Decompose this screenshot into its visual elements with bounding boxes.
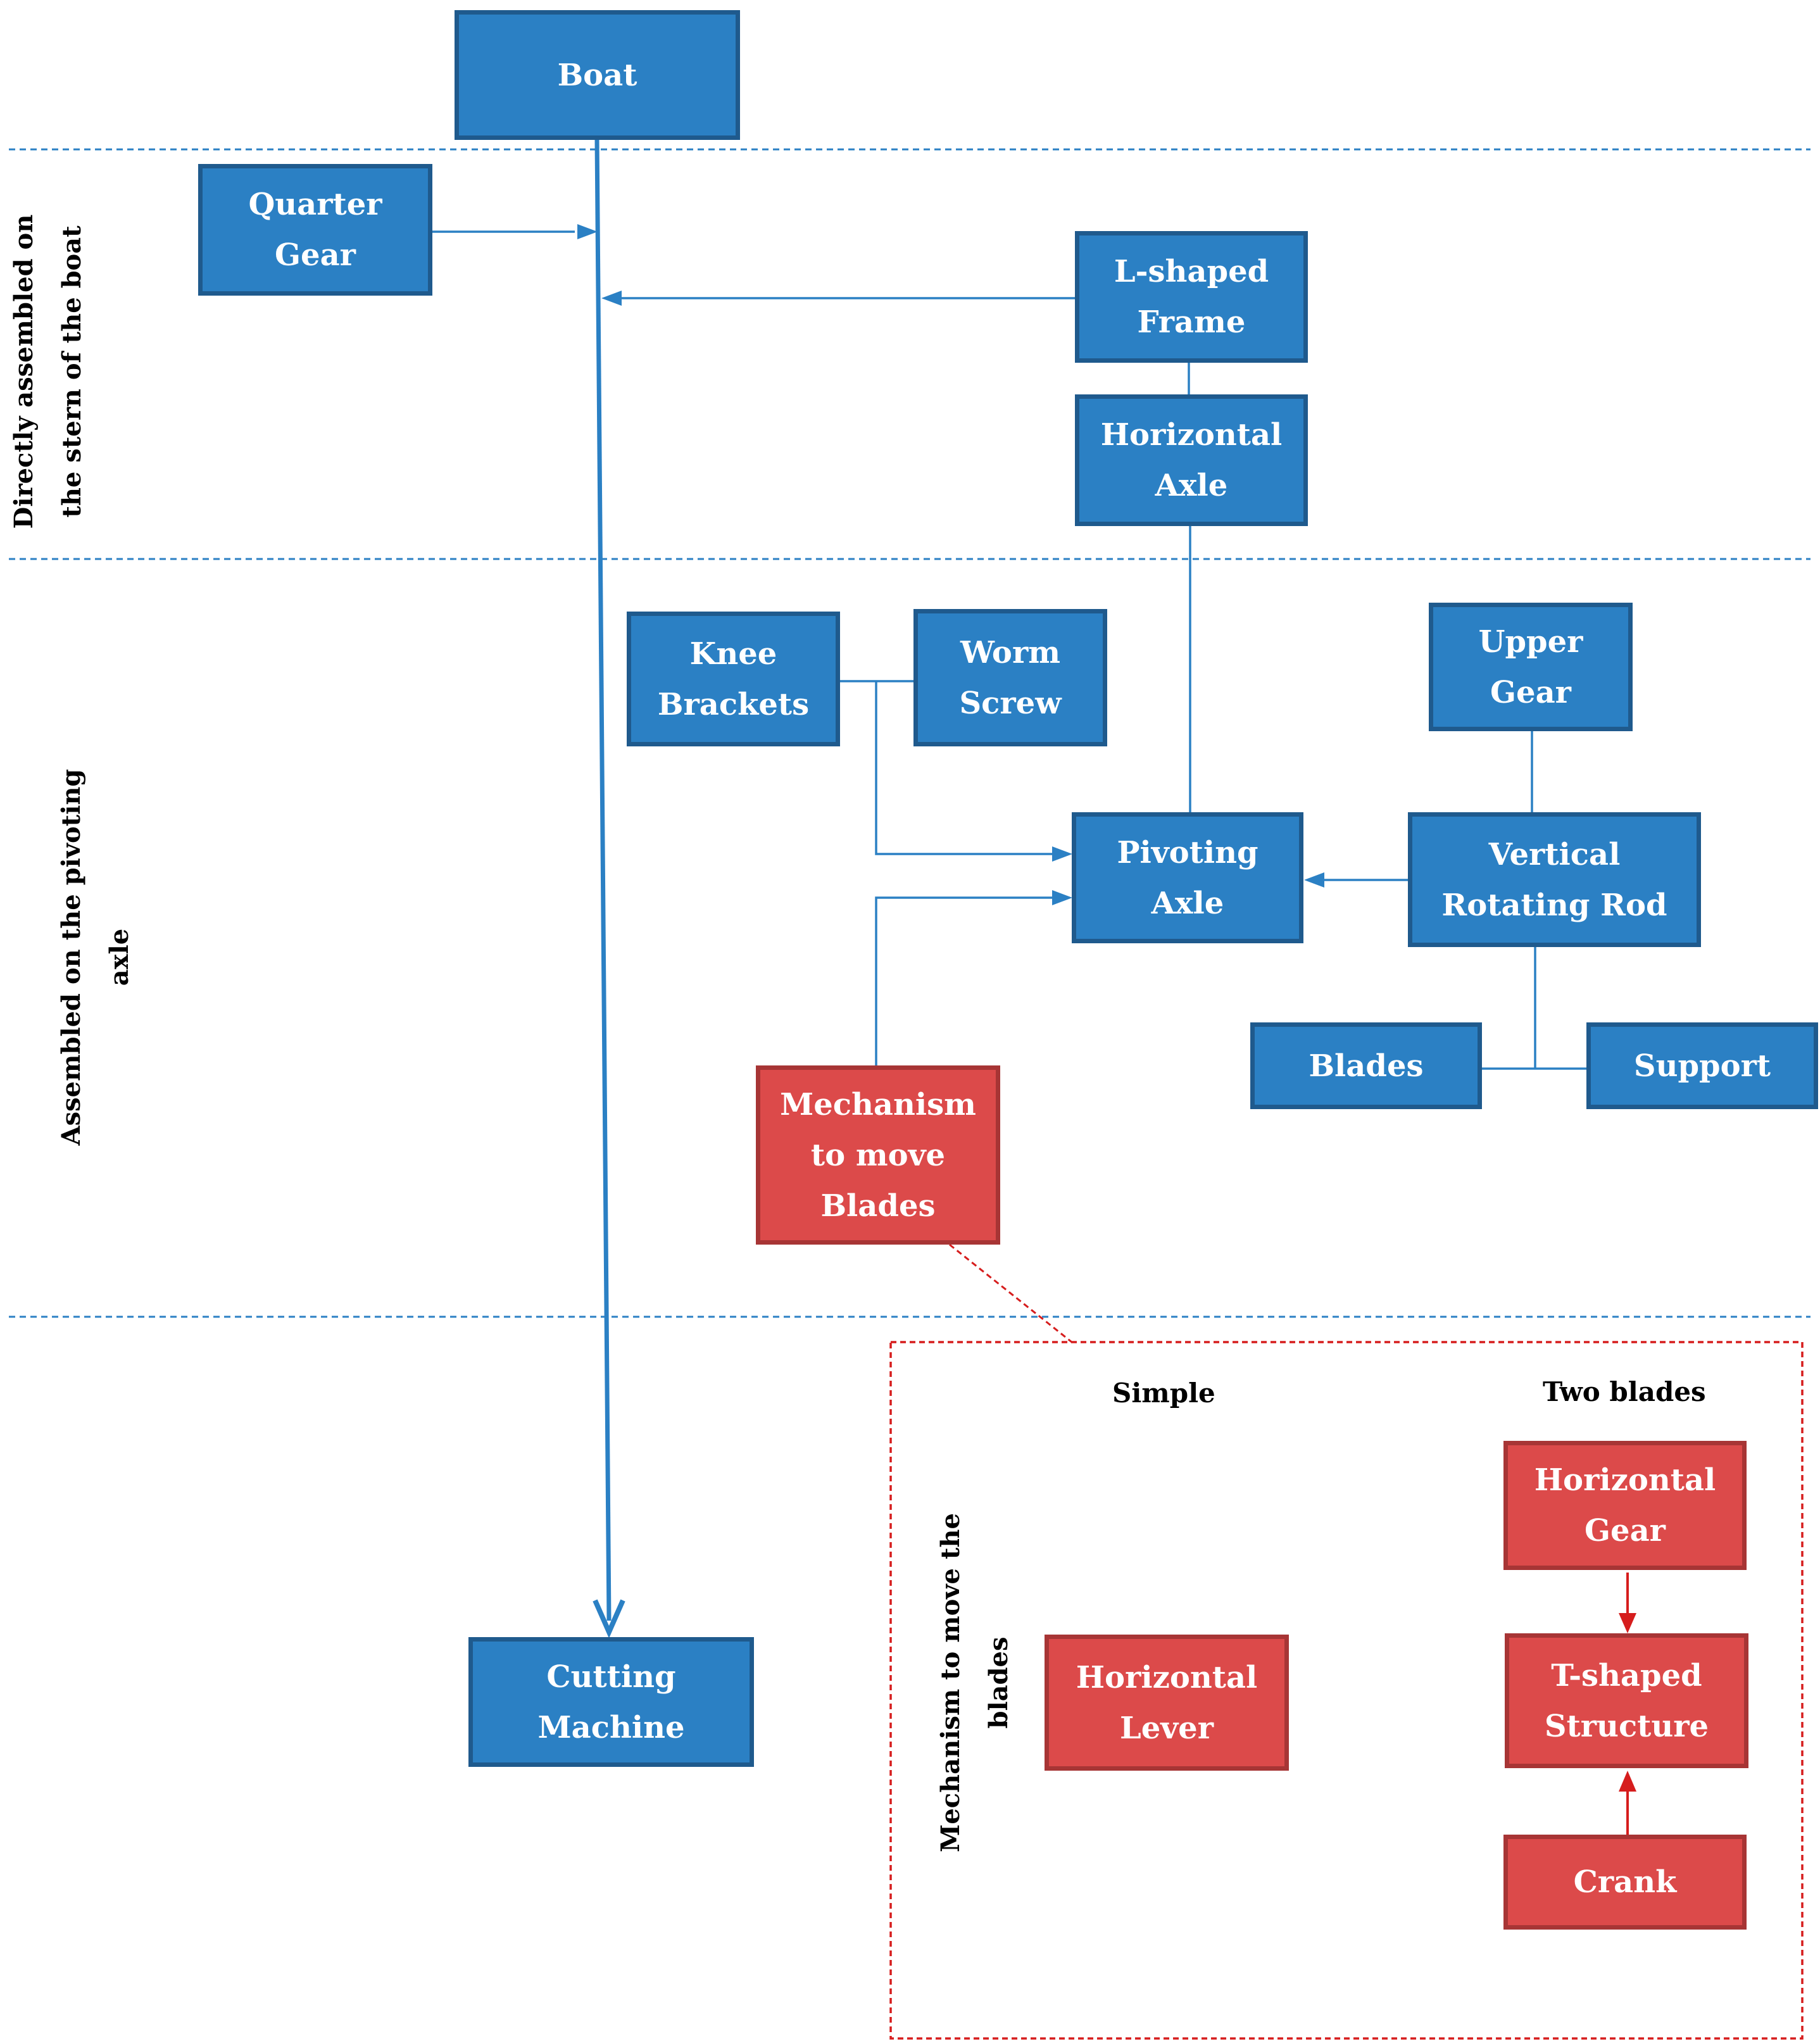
blades-node[interactable]: Blades [1250,1022,1482,1109]
worm-screw-label: Worm Screw [959,634,1062,721]
knee-pivot-arrowhead [1052,846,1072,862]
t-shaped-structure-label: T-shaped Structure [1544,1657,1709,1744]
crank-tstructure-arrowhead [1619,1771,1636,1792]
main-shaft-arrowhead [593,1599,625,1638]
section-label-mechanism: Mechanism to move the blades [936,1513,1014,1852]
l-shaped-frame-node[interactable]: L-shaped Frame [1075,231,1308,363]
horizontal-axle-node[interactable]: Horizontal Axle [1075,394,1308,526]
horizontal-lever-node[interactable]: Horizontal Lever [1045,1635,1289,1771]
cutting-machine-label: Cutting Machine [537,1659,685,1745]
l-frame-arrowhead [601,291,622,306]
vertical-rotating-rod-node[interactable]: Vertical Rotating Rod [1408,812,1701,947]
crank-node[interactable]: Crank [1503,1835,1747,1930]
knee-brackets-node[interactable]: Knee Brackets [627,612,840,746]
rod-pivot-arrowhead [1304,872,1324,888]
quarter-gear-label: Quarter Gear [248,187,382,273]
mechanism-to-move-blades-node[interactable]: Mechanism to move Blades [756,1065,1000,1245]
horizontal-gear-label: Horizontal Gear [1534,1462,1716,1548]
pivoting-axle-label: Pivoting Axle [1117,834,1258,921]
l-shaped-frame-label: L-shaped Frame [1114,254,1269,340]
support-label: Support [1633,1048,1771,1084]
mechanism-pivot-connector [875,896,1052,1065]
horizontal-axle-label: Horizontal Axle [1100,417,1283,503]
boat-node[interactable]: Boat [455,10,740,140]
main-shaft-line [594,137,612,1621]
horizontal-lever-label: Horizontal Lever [1076,1659,1258,1746]
quarter-gear-node[interactable]: Quarter Gear [198,164,432,296]
mechanism-detail-panel [889,1341,1804,2040]
horizontal-gear-node[interactable]: Horizontal Gear [1503,1441,1747,1570]
section-label-stern: Directly assembled on the stern of the b… [9,214,87,529]
vertical-rotating-rod-label: Vertical Rotating Rod [1441,836,1667,923]
knee-pivot-connector [875,681,1052,855]
blades-label: Blades [1309,1048,1424,1084]
mechanism-pivot-arrowhead [1052,890,1072,905]
quarter-gear-arrowhead [577,224,598,239]
mechanism-to-move-blades-label: Mechanism to move Blades [780,1086,976,1224]
boat-label: Boat [557,57,637,93]
cutting-machine-node[interactable]: Cutting Machine [468,1637,754,1767]
pivoting-axle-node[interactable]: Pivoting Axle [1072,812,1303,943]
worm-screw-node[interactable]: Worm Screw [913,609,1107,746]
support-node[interactable]: Support [1586,1022,1818,1109]
upper-gear-label: Upper Gear [1478,624,1583,710]
two-blades-heading: Two blades [1543,1376,1706,1407]
crank-label: Crank [1573,1864,1677,1900]
gear-tstructure-arrowhead [1619,1613,1636,1633]
knee-brackets-label: Knee Brackets [657,636,810,722]
simple-heading: Simple [1112,1378,1215,1409]
upper-gear-node[interactable]: Upper Gear [1429,603,1633,731]
section-label-pivoting: Assembled on the pivoting axle [56,769,134,1146]
mechanism-detail-leader [949,1243,1072,1343]
t-shaped-structure-node[interactable]: T-shaped Structure [1505,1633,1748,1768]
